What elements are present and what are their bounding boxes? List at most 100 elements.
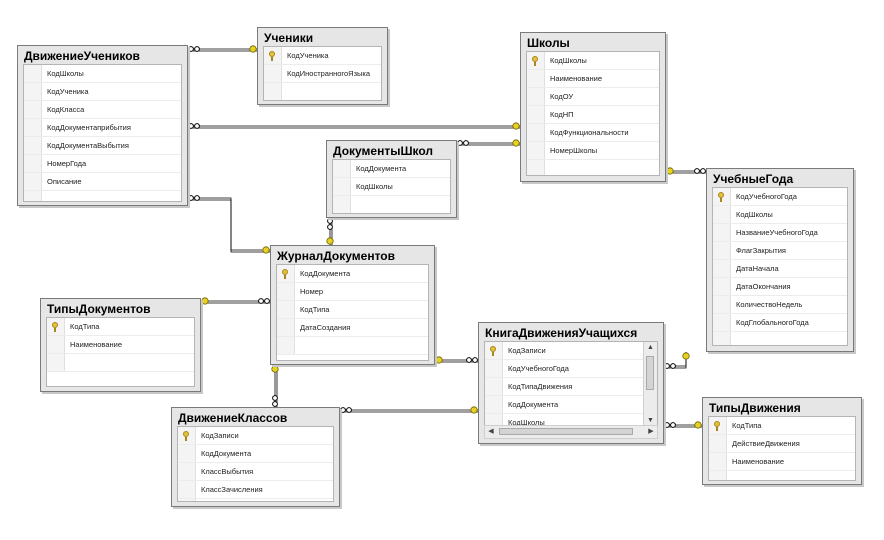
column-row[interactable]: КодДокумента: [485, 396, 657, 414]
link-kniga-tipydv-key-end: [694, 421, 702, 429]
column-row[interactable]: КодШколы: [333, 178, 450, 196]
scroll-left-icon[interactable]: ◀: [488, 428, 494, 435]
link-shkoly-goda-key-end: [666, 167, 674, 175]
column-row[interactable]: Номер: [277, 283, 428, 301]
link-dokshkol-zhurnal[interactable]: [329, 218, 333, 245]
column-row[interactable]: Описание: [24, 173, 181, 191]
row-selector: [264, 83, 282, 100]
link-dokshkol-shkoly[interactable]: [457, 142, 520, 146]
row-selector: [713, 260, 731, 277]
link-kniga-tipydv[interactable]: [664, 424, 702, 428]
link-zhurnal-klassy[interactable]: [274, 365, 278, 407]
table-title: ТипыДокументов: [47, 302, 151, 316]
column-row[interactable]: КодУчебногоГода: [713, 188, 847, 206]
column-row[interactable]: КодУченика: [24, 83, 181, 101]
column-row[interactable]: Наименование: [47, 336, 194, 354]
column-name: ФлагЗакрытия: [736, 246, 786, 255]
column-row[interactable]: ДатаНачала: [713, 260, 847, 278]
link-dvizhenie-zhurnal-line: [188, 197, 270, 251]
column-row[interactable]: НомерШколы: [527, 142, 659, 160]
column-row[interactable]: КодУчебногоГода: [485, 360, 657, 378]
column-row[interactable]: КодГлобальногоГода: [713, 314, 847, 332]
column-row[interactable]: КлассВыбытия: [178, 463, 333, 481]
link-klassy-kniga-many-end: [346, 407, 352, 413]
column-row[interactable]: КодШколы: [485, 414, 657, 427]
column-row[interactable]: КодТипа: [277, 301, 428, 319]
link-shkoly-goda[interactable]: [666, 170, 706, 174]
scroll-down-icon[interactable]: ▼: [647, 417, 654, 424]
link-shkoly-dvizhenie[interactable]: [188, 125, 520, 129]
link-tipydok-zhurnal[interactable]: [201, 300, 270, 304]
column-row[interactable]: ДатаОкончания: [713, 278, 847, 296]
scroll-thumb[interactable]: [499, 428, 633, 435]
scroll-up-icon[interactable]: ▲: [647, 344, 654, 351]
column-name: КодШколы: [550, 56, 587, 65]
link-tipydok-zhurnal-key-end: [201, 297, 209, 305]
column-row[interactable]: КодЗаписи: [178, 427, 333, 445]
column-row[interactable]: КодТипаДвижения: [485, 378, 657, 396]
column-row[interactable]: КлассЗачисления: [178, 481, 333, 499]
column-row[interactable]: КодДокумента: [333, 160, 450, 178]
table-title: КнигаДвиженияУчащихся: [485, 326, 638, 340]
primary-key-icon: [52, 322, 58, 332]
link-ucheniki[interactable]: [188, 48, 257, 52]
row-selector: [709, 453, 727, 470]
link-klassy-kniga[interactable]: [340, 409, 478, 413]
link-dvizhenie-zhurnal[interactable]: [188, 197, 270, 253]
column-row[interactable]: КодНП: [527, 106, 659, 124]
link-kniga-goda[interactable]: [664, 352, 687, 369]
column-row[interactable]: КодКласса: [24, 101, 181, 119]
horizontal-scrollbar[interactable]: ◀ ▶: [484, 425, 658, 439]
row-selector: [178, 499, 196, 501]
column-row[interactable]: КодДокумента: [178, 445, 333, 463]
column-row[interactable]: НазваниеУчебногоГода: [713, 224, 847, 242]
column-row[interactable]: ФлагЗакрытия: [713, 242, 847, 260]
link-dokshkol-shkoly-many-end: [457, 140, 463, 146]
column-row[interactable]: НомерГода: [24, 155, 181, 173]
column-row[interactable]: КодДокумента: [277, 265, 428, 283]
link-kniga-goda-line: [664, 354, 687, 369]
column-row[interactable]: КодИностранногоЯзыка: [264, 65, 381, 83]
row-selector: [24, 101, 42, 118]
column-name: КлассЗачисления: [201, 485, 263, 494]
vertical-scrollbar[interactable]: ▲▼: [643, 342, 657, 427]
column-row[interactable]: Наименование: [527, 70, 659, 88]
column-row[interactable]: ДатаСоздания: [277, 319, 428, 337]
column-row[interactable]: Наименование: [709, 453, 855, 471]
column-row[interactable]: КодОУ: [527, 88, 659, 106]
link-dokshkol-zhurnal-many-end: [327, 224, 333, 230]
column-row[interactable]: КоличествоНедель: [713, 296, 847, 314]
column-row[interactable]: КодДокументаприбытия: [24, 119, 181, 137]
column-row[interactable]: КодФункциональности: [527, 124, 659, 142]
scroll-right-icon[interactable]: ▶: [648, 428, 654, 435]
column-row[interactable]: КодУченика: [264, 47, 381, 65]
link-dvizhenie-zhurnal-many-end: [194, 195, 200, 201]
column-row[interactable]: КодДокументаВыбытия: [24, 137, 181, 155]
row-selector: [24, 65, 42, 82]
column-row[interactable]: КодТипа: [709, 417, 855, 435]
column-row[interactable]: КодЗаписи: [485, 342, 657, 360]
row-selector: [24, 191, 42, 201]
column-row[interactable]: КодШколы: [713, 206, 847, 224]
scroll-thumb[interactable]: [646, 356, 654, 390]
link-zhurnal-kniga[interactable]: [435, 359, 478, 363]
row-selector: [713, 296, 731, 313]
link-kniga-goda-many-end: [664, 363, 670, 369]
column-row[interactable]: ДействиеДвижения: [709, 435, 855, 453]
link-zhurnal-kniga-key-end: [435, 356, 443, 364]
column-row[interactable]: КодШколы: [24, 65, 181, 83]
column-row[interactable]: КодТипа: [47, 318, 194, 336]
column-row[interactable]: КодШколы: [527, 52, 659, 70]
column-name: КодКласса: [47, 105, 85, 114]
